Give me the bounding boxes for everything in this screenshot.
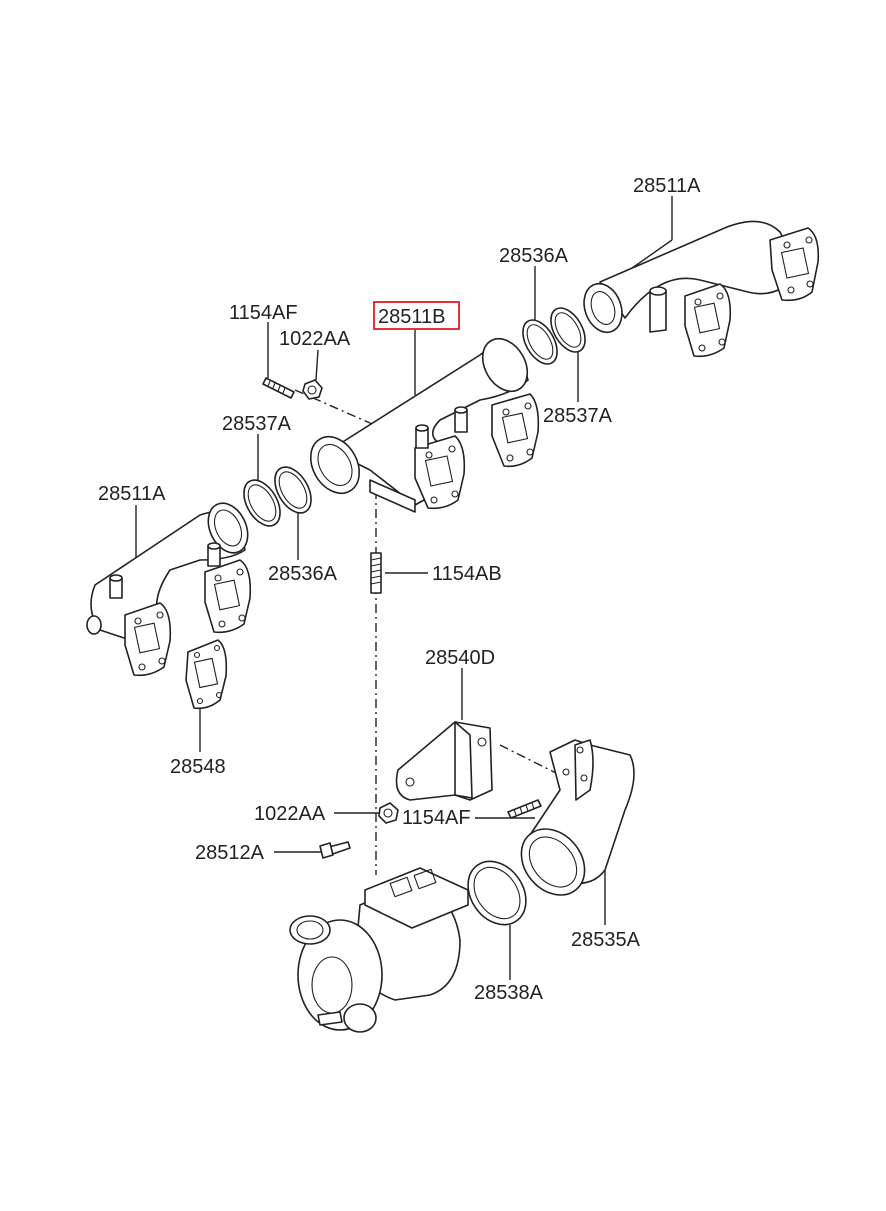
stud-middle [370,552,382,594]
manifold-center [309,337,540,513]
manifold-right [583,220,820,358]
label-28511a-left: 28511A [98,483,166,505]
highlight-box [373,301,460,330]
fasteners-lower [319,799,542,859]
leader-lines [135,196,673,980]
label-28536a-top: 28536A [499,245,569,267]
part-labels: 28511A 28536A 1154AF 28511B 1022AA 28537… [98,175,701,1004]
bracket [395,721,493,801]
label-1022aa-top: 1022AA [279,328,351,350]
label-1022aa-lower: 1022AA [254,803,326,825]
label-28538a: 28538A [474,982,544,1004]
label-28511a-top: 28511A [633,175,701,197]
outlet-pipe [520,739,635,896]
label-1154ab: 1154AB [432,563,502,585]
label-28537a-left: 28537A [222,413,292,435]
label-28511b: 28511B [378,306,445,328]
manifold-left [86,502,252,677]
label-28536a-left: 28536A [268,563,338,585]
label-28548: 28548 [170,756,226,778]
label-1154af-top: 1154AF [229,302,298,324]
rings-upper-right [522,307,586,365]
label-28540d: 28540D [425,647,495,669]
label-28535a: 28535A [571,929,641,951]
rings-middle-left [243,466,312,527]
label-28512a: 28512A [195,842,265,864]
gasket [185,639,228,710]
label-1154af-lower: 1154AF [402,807,471,829]
ring-lower [467,860,527,926]
turbocharger [289,867,469,1033]
stud-nut-top [262,377,323,400]
label-28537a-right: 28537A [543,405,613,427]
